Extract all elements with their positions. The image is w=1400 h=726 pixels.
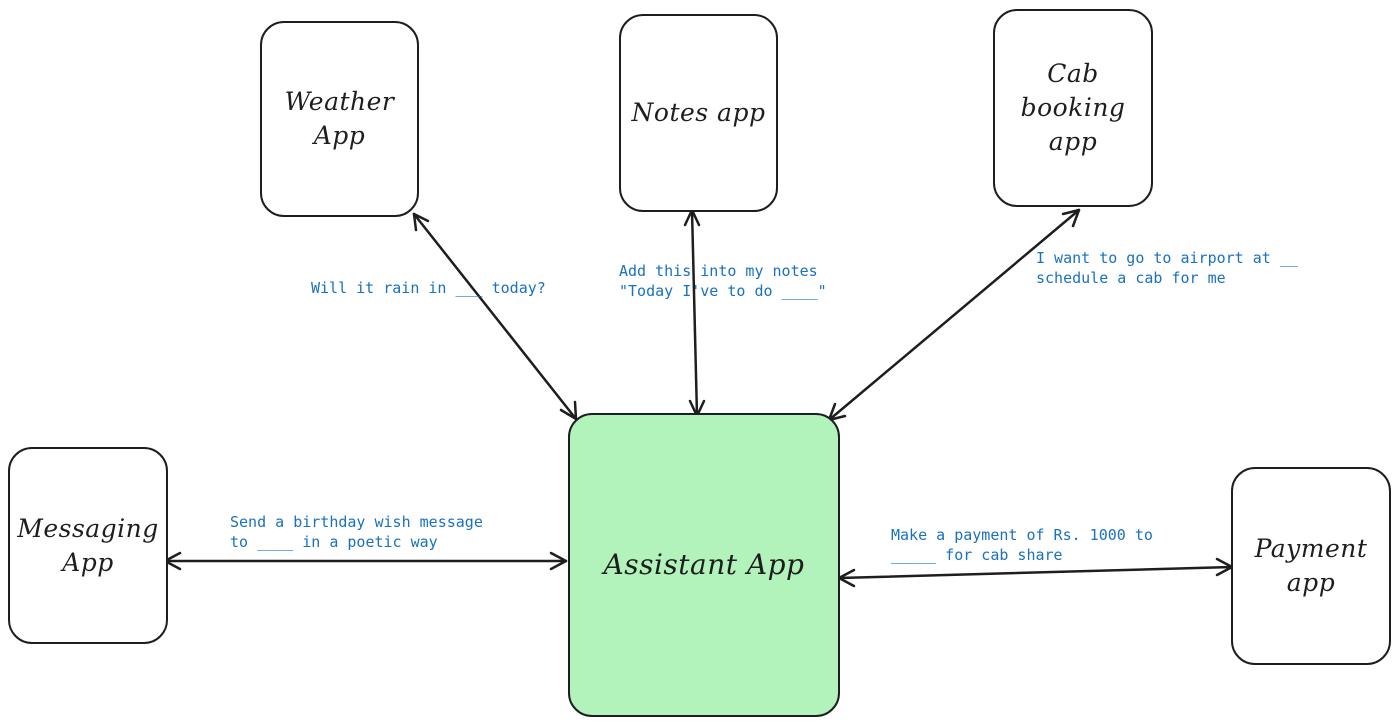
cab-booking-app-label: Cab booking app	[1020, 59, 1126, 156]
arrowhead-end	[549, 551, 568, 571]
notes-edge-label: Add this into my notes "Today I've to do…	[619, 262, 827, 300]
payment-app-label: Payment app	[1254, 534, 1368, 597]
cab-edge-label: I want to go to airport at __ schedule a…	[1036, 249, 1298, 287]
assistant-app-node: Assistant App	[568, 413, 840, 717]
edge-line	[837, 565, 1234, 580]
messaging-app-node: Messaging App	[8, 447, 168, 644]
payment-edge-label: Make a payment of Rs. 1000 to _____ for …	[891, 526, 1153, 564]
assistant-app-label: Assistant App	[603, 548, 805, 581]
weather-app-label: Weather App	[284, 87, 395, 150]
weather-app-node: Weather App	[260, 21, 419, 217]
edge-line	[690, 208, 699, 418]
notes-app-label: Notes app	[631, 98, 766, 127]
cab-booking-app-node: Cab booking app	[993, 9, 1153, 207]
edge-messaging-assistant	[163, 551, 568, 571]
arrowhead-start	[1061, 208, 1081, 228]
edge-cab-assistant	[827, 208, 1081, 422]
messaging-app-label: Messaging App	[17, 513, 159, 577]
messaging-edge-label: Send a birthday wish message to ____ in …	[230, 513, 483, 551]
weather-edge-label: Will it rain in ___ today?	[311, 279, 546, 297]
edge-line	[827, 208, 1081, 422]
edge-notes-assistant	[683, 208, 706, 418]
arrowhead-start	[412, 212, 430, 232]
notes-app-node: Notes app	[619, 14, 778, 212]
edge-line	[412, 212, 578, 421]
edge-weather-assistant	[412, 212, 578, 421]
payment-app-node: Payment app	[1231, 467, 1391, 665]
